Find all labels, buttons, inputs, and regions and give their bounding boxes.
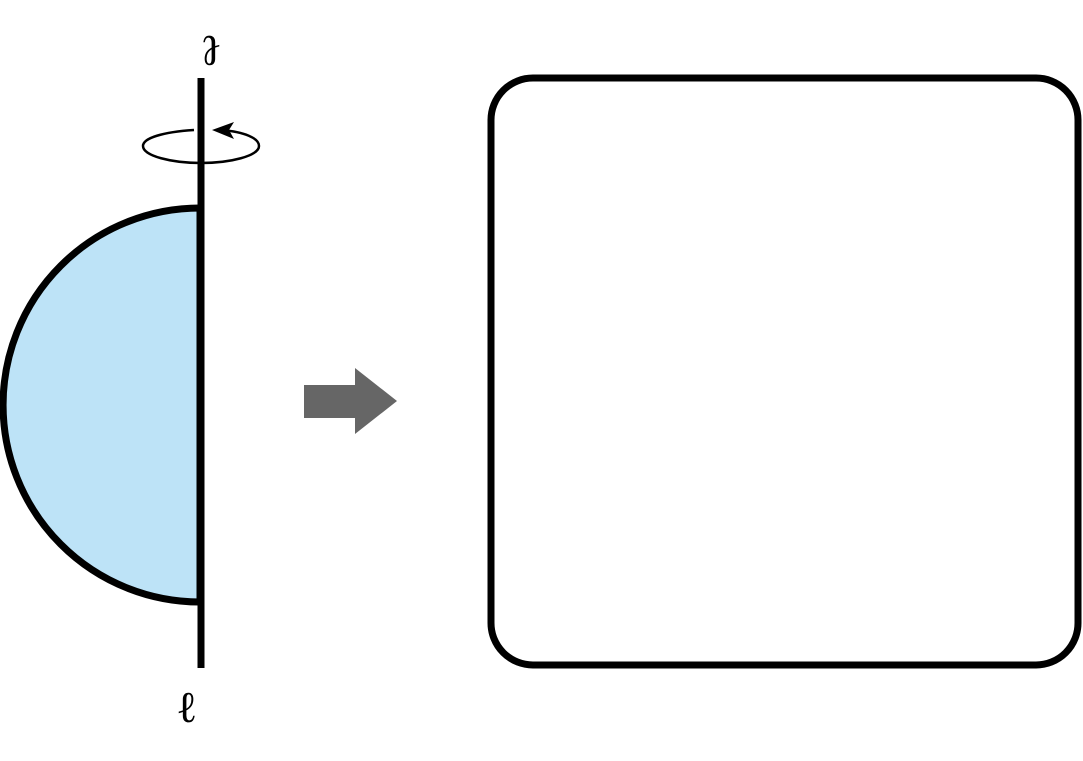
axis-label-top: ℓ xyxy=(201,25,222,76)
answer-box xyxy=(487,74,1082,669)
semicircle-shape xyxy=(0,204,204,606)
right-arrow-icon xyxy=(304,368,397,434)
rotation-arrow-icon xyxy=(141,122,261,165)
axis-label-bottom: ℓ xyxy=(176,682,197,733)
